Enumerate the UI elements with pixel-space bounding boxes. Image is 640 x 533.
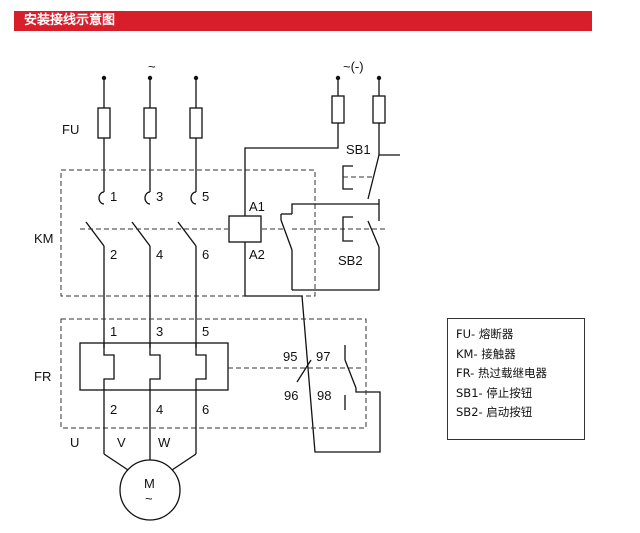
fr-95-label: 95 [283, 349, 297, 364]
km-out-2: 2 [110, 247, 117, 262]
fr-out-6: 6 [202, 402, 209, 417]
fr-box [60, 318, 367, 429]
legend-item-fr: FR- 热过载继电器 [456, 366, 547, 380]
fr-out-4: 4 [156, 402, 163, 417]
fr-aux-contacts [296, 345, 357, 410]
km-label: KM [34, 231, 54, 246]
page-title: 安装接线示意图 [24, 13, 116, 28]
legend-item-fu: FU- 熔断器 [456, 327, 514, 341]
fr-out-2: 2 [110, 402, 117, 417]
fr-97-label: 97 [316, 349, 330, 364]
title-bar: 安装接线示意图 [14, 11, 592, 31]
sb1-label: SB1 [346, 142, 371, 157]
fr-96-label: 96 [284, 388, 298, 403]
motor-ac-symbol: ~ [145, 491, 153, 506]
legend-item-sb2: SB2- 启动按钮 [456, 405, 533, 419]
legend-item-km: KM- 接触器 [456, 346, 516, 361]
fu-label: FU [62, 122, 79, 137]
control-fuse-left [331, 95, 345, 124]
sb1-stop-button [342, 154, 400, 200]
fuse-fu [97, 107, 203, 139]
motor: M ~ [119, 459, 181, 521]
fr-in-5: 5 [202, 324, 209, 339]
fr-in-3: 3 [156, 324, 163, 339]
fr-label: FR [34, 369, 51, 384]
motor-v-label: V [117, 435, 126, 450]
motor-w-label: W [158, 435, 171, 450]
km-in-3: 3 [156, 189, 163, 204]
km-coil [228, 215, 262, 243]
three-phase-supply: ~ [101, 59, 199, 81]
sb2-label: SB2 [338, 253, 363, 268]
fr-in-1: 1 [110, 324, 117, 339]
km-box [60, 169, 316, 297]
three-phase-symbol: ~ [148, 59, 156, 74]
motor-m-label: M [144, 476, 155, 491]
coil-a1-label: A1 [249, 199, 265, 214]
motor-u-label: U [70, 435, 79, 450]
sb2-start-button [342, 214, 380, 248]
km-main-contacts [85, 191, 197, 247]
fr-heater-elements [79, 342, 229, 391]
legend-box: FU- 熔断器 KM- 接触器 FR- 热过载继电器 SB1- 停止按钮 SB2… [447, 318, 585, 440]
km-out-4: 4 [156, 247, 163, 262]
coil-a2-label: A2 [249, 247, 265, 262]
control-fuse-right [372, 95, 386, 124]
legend-item-sb1: SB1- 停止按钮 [456, 385, 533, 400]
control-supply-symbol: ~(-) [343, 59, 364, 74]
fr-98-label: 98 [317, 388, 331, 403]
km-in-5: 5 [202, 189, 209, 204]
km-out-6: 6 [202, 247, 209, 262]
km-in-1: 1 [110, 189, 117, 204]
